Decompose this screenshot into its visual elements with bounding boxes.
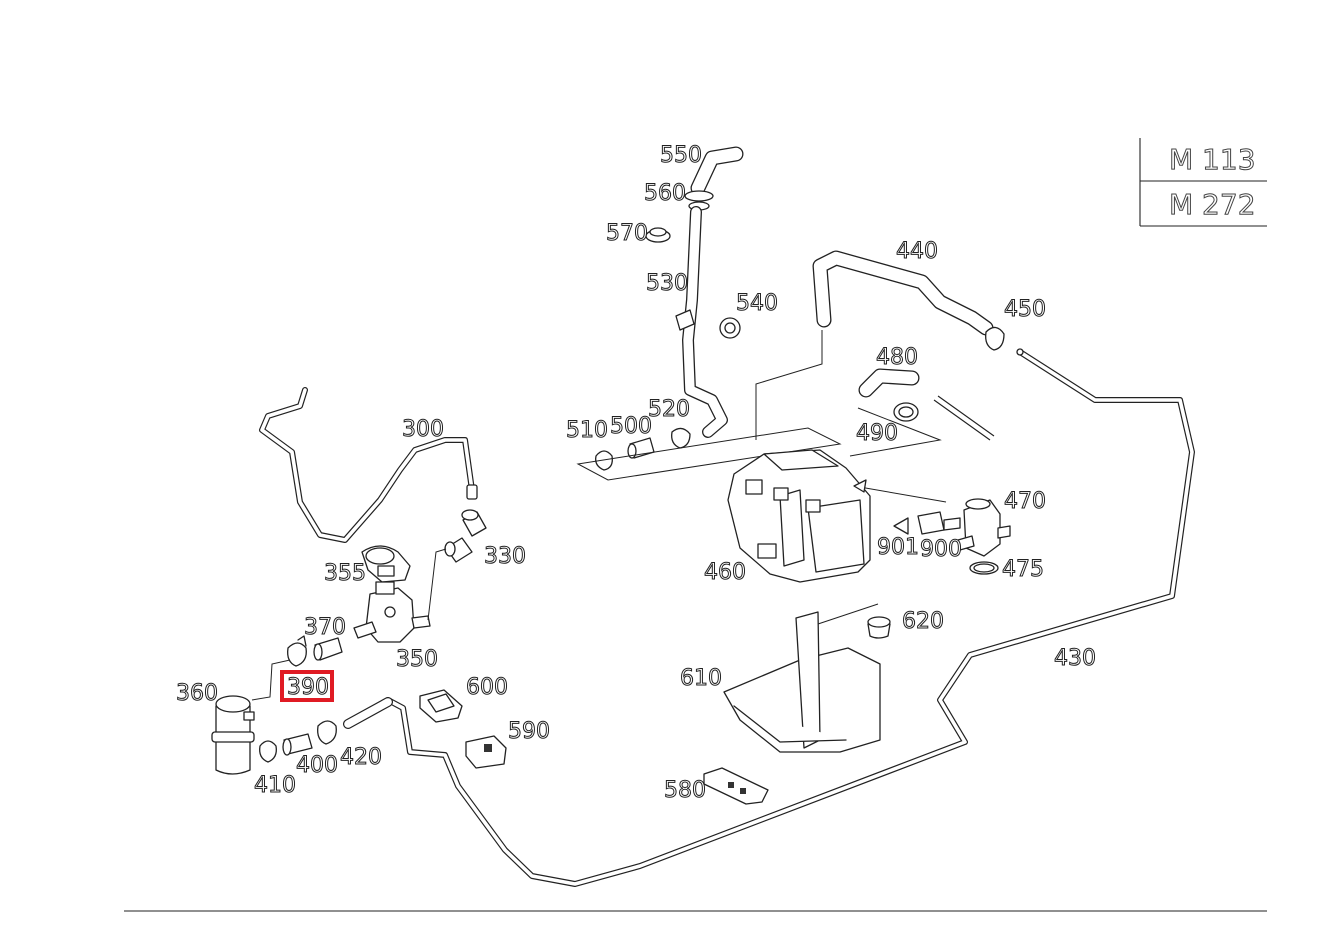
part-590-clip[interactable] — [465, 735, 507, 769]
callout-580[interactable]: 580 — [664, 778, 707, 804]
callout-510[interactable]: 510 — [566, 418, 609, 444]
part-600-clip[interactable] — [419, 689, 463, 723]
callout-490[interactable]: 490 — [856, 421, 899, 447]
callout-550[interactable]: 550 — [660, 143, 703, 169]
callout-350[interactable]: 350 — [396, 647, 439, 673]
callout-330[interactable]: 330 — [484, 544, 527, 570]
part-400-hose[interactable] — [282, 733, 313, 756]
part-520-clamp[interactable] — [671, 427, 691, 449]
callout-610[interactable]: 610 — [680, 666, 723, 692]
part-570-grommet[interactable] — [645, 227, 671, 243]
part-470-pump[interactable] — [957, 498, 1011, 557]
part-450-clamp[interactable] — [985, 326, 1005, 351]
callout-600[interactable]: 600 — [466, 675, 509, 701]
callout-540[interactable]: 540 — [736, 291, 779, 317]
callout-520[interactable]: 520 — [648, 397, 691, 423]
callout-420[interactable]: 420 — [340, 745, 383, 771]
part-430-line[interactable] — [385, 348, 1195, 887]
callout-400[interactable]: 400 — [296, 753, 339, 779]
part-500-hose[interactable] — [627, 437, 655, 459]
part-610-tray[interactable] — [723, 603, 881, 753]
callout-450[interactable]: 450 — [1004, 297, 1047, 323]
part-410-clamp[interactable] — [259, 720, 337, 763]
callout-475[interactable]: 475 — [1002, 557, 1045, 583]
selected-callout-highlight — [280, 670, 334, 702]
engine-m113[interactable]: M 113 — [1169, 143, 1257, 177]
part-420-hose[interactable] — [343, 697, 393, 729]
part-460-tank[interactable] — [727, 449, 947, 583]
part-390-clamp[interactable] — [251, 635, 307, 701]
callout-560[interactable]: 560 — [644, 181, 687, 207]
part-360-reservoir[interactable] — [211, 695, 255, 775]
part-490-clamp[interactable] — [893, 395, 995, 441]
callout-460[interactable]: 460 — [704, 560, 747, 586]
part-901-plug[interactable] — [893, 517, 909, 535]
callout-410[interactable]: 410 — [254, 773, 297, 799]
part-355-bracket[interactable] — [361, 545, 411, 583]
engine-m272[interactable]: M 272 — [1169, 188, 1257, 222]
callout-390[interactable]: 390 — [287, 675, 330, 701]
part-370-hose[interactable] — [313, 637, 343, 661]
part-350-valve[interactable] — [353, 548, 447, 643]
part-475-seal[interactable] — [969, 561, 999, 575]
engine-table: M 113 M 272 — [1139, 138, 1267, 227]
callout-470[interactable]: 470 — [1004, 489, 1047, 515]
callout-480[interactable]: 480 — [876, 345, 919, 371]
part-540-grommet[interactable] — [719, 317, 741, 339]
leader-510-group — [576, 427, 842, 481]
callout-620[interactable]: 620 — [902, 609, 945, 635]
callout-530[interactable]: 530 — [646, 271, 689, 297]
part-580-clip[interactable] — [703, 767, 769, 805]
callout-370[interactable]: 370 — [304, 615, 347, 641]
leader-480-group — [849, 407, 942, 457]
callout-430[interactable]: 430 — [1054, 646, 1097, 672]
callout-500[interactable]: 500 — [610, 414, 653, 440]
part-300-line[interactable] — [259, 387, 478, 543]
part-900-connector[interactable] — [917, 511, 961, 535]
callout-900[interactable]: 900 — [920, 537, 963, 563]
callout-590[interactable]: 590 — [508, 719, 551, 745]
part-330-elbow[interactable] — [444, 509, 487, 563]
part-480-hose[interactable] — [858, 368, 920, 398]
part-440-hose[interactable] — [755, 250, 994, 440]
callout-300[interactable]: 300 — [402, 417, 445, 443]
part-510-clamp[interactable] — [595, 450, 613, 471]
callout-440[interactable]: 440 — [896, 239, 939, 265]
callout-360[interactable]: 360 — [176, 681, 219, 707]
part-620-cap[interactable] — [867, 616, 891, 639]
part-530-hose[interactable] — [675, 206, 728, 438]
callout-901[interactable]: 901 — [877, 535, 920, 561]
callout-355[interactable]: 355 — [324, 561, 367, 587]
callout-570[interactable]: 570 — [606, 221, 649, 247]
part-550-hose[interactable] — [690, 146, 744, 196]
